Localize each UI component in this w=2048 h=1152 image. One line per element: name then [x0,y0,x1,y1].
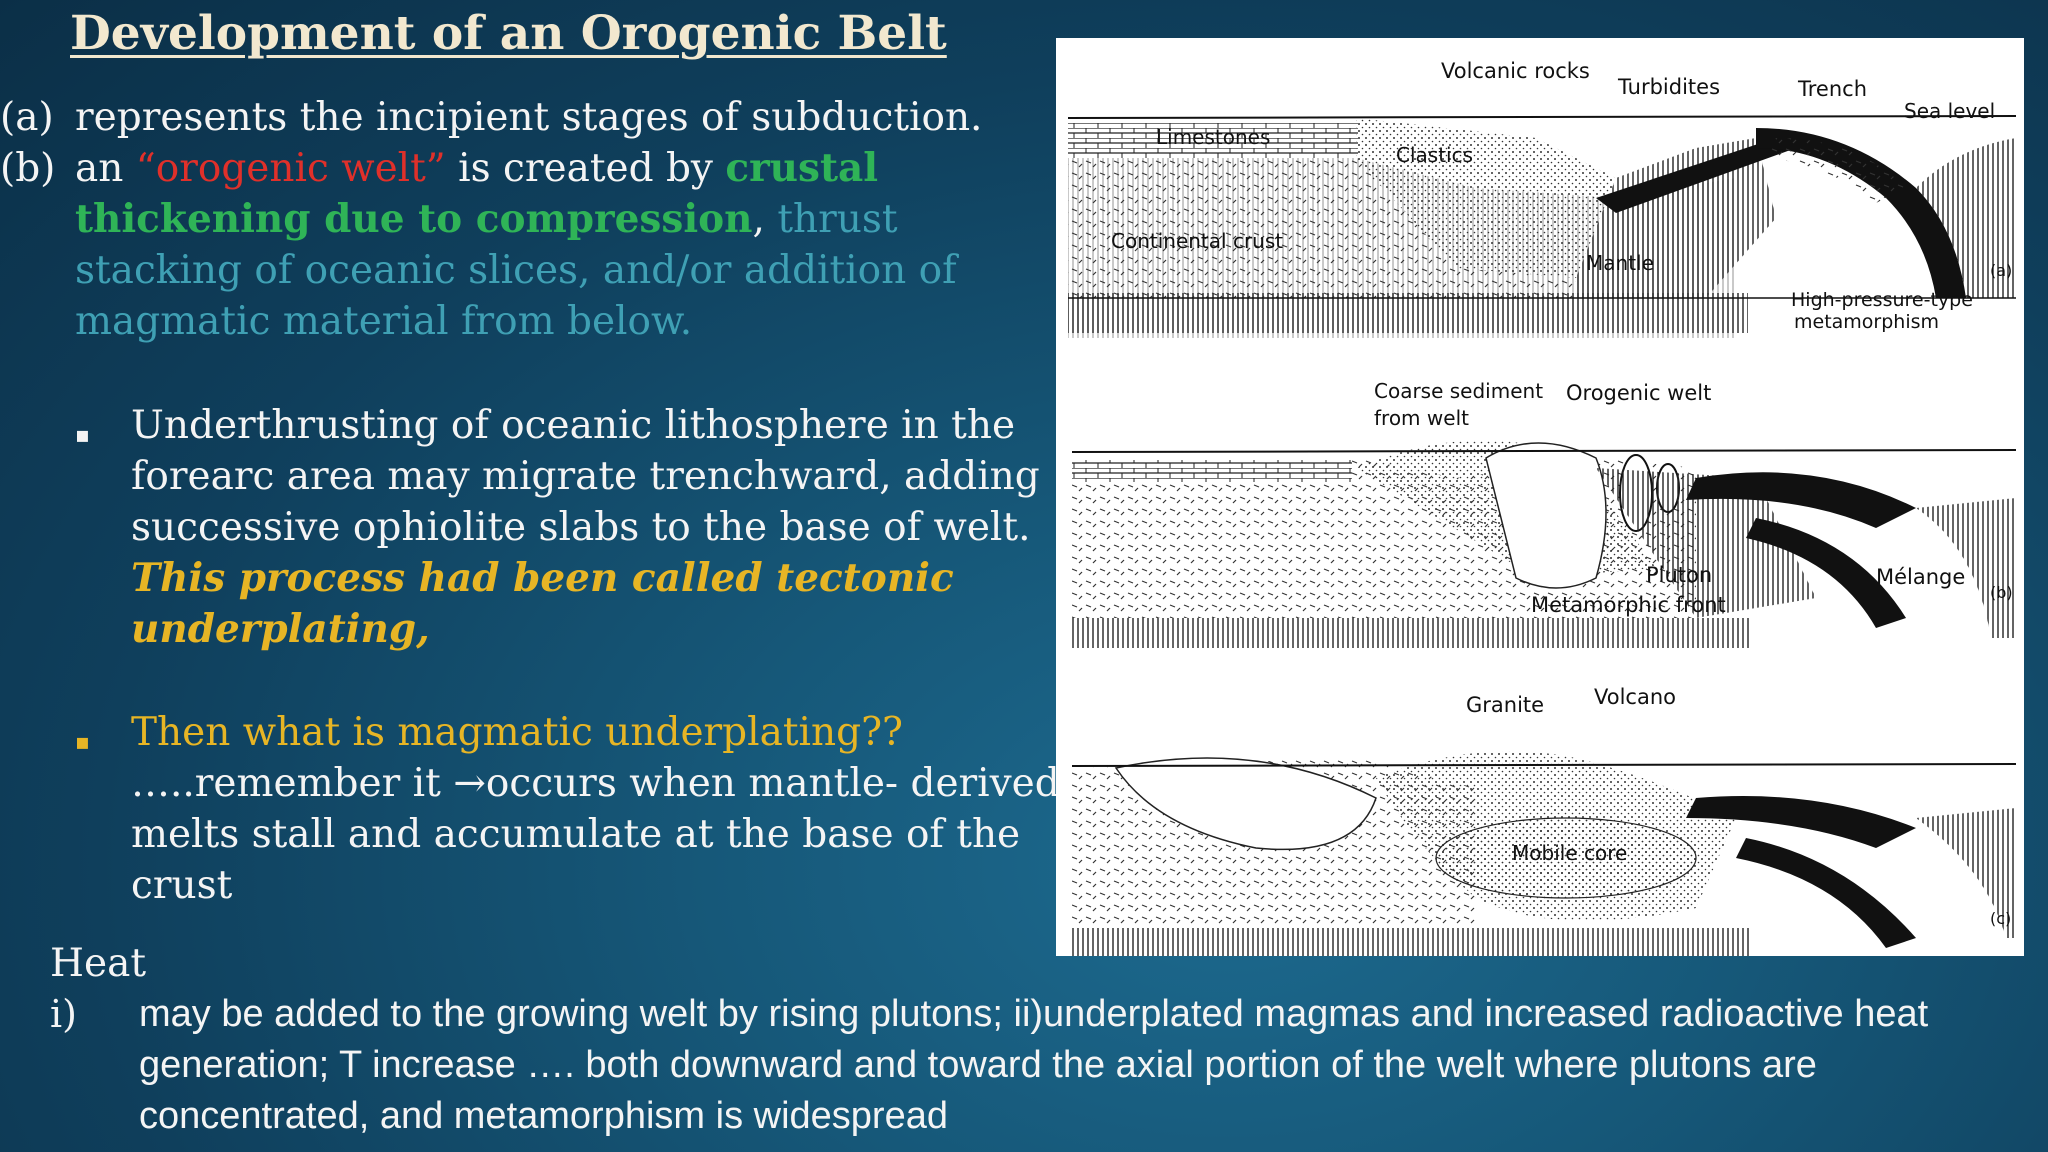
label-pluton: Pluton [1646,563,1712,587]
magmatic-question: Then what is magmatic underplating?? [131,710,903,755]
label-metamorphic-front: Metamorphic front [1531,593,1726,617]
underthrusting-text: Underthrusting of oceanic lithosphere in… [131,403,1040,550]
crustal-thickening-term: crustal thickening due to compression [75,145,879,242]
orogenic-belt-figure: Volcanic rocks Turbidites Trench Sea lev… [1056,38,2024,956]
heat-item-label: i) [50,992,77,1036]
label-coarse-1: Coarse sediment [1374,379,1543,403]
item-b-part-3: is created by [445,146,726,191]
label-panel-c: (c) [1990,909,2011,928]
bullet-marker-2: ▪ [75,730,90,755]
bullet-magmatic-text: Then what is magmatic underplating?? …..r… [131,707,1121,911]
item-b-part-1: an [75,146,136,191]
slide-title: Development of an Orogenic Belt [70,6,947,61]
item-a-text: represents the incipient stages of subdu… [75,95,983,140]
label-high-pressure-2: metamorphism [1794,311,1939,333]
label-trench: Trench [1797,77,1867,101]
panel-b: Coarse sediment from welt Orogenic welt … [1071,379,2017,648]
bullet-underthrusting-text: Underthrusting of oceanic lithosphere in… [131,400,1121,655]
label-volcano: Volcano [1594,685,1676,709]
label-continental-crust: Continental crust [1111,229,1283,253]
heat-item-text: may be added to the growing welt by risi… [139,993,1929,1137]
label-sea-level: Sea level [1904,99,1995,123]
label-clastics: Clastics [1396,143,1473,167]
label-granite: Granite [1466,693,1544,717]
melts-text: occurs when mantle- derived melts stall … [131,761,1060,908]
orogenic-belt-diagram: Volcanic rocks Turbidites Trench Sea lev… [1067,59,2017,956]
label-panel-a: (a) [1990,261,2012,280]
panel-a: Volcanic rocks Turbidites Trench Sea lev… [1067,59,2017,338]
label-panel-b: (b) [1990,583,2013,602]
panel-c: Granite Volcano Mobile core (c) [1071,685,2017,956]
item-b-label: (b) [0,146,56,191]
bullet-marker-1: ▪ [75,423,90,448]
heat-heading: Heat [50,941,147,986]
arrow-icon: → [453,761,486,806]
remember-text: …..remember it [131,761,454,806]
orogenic-welt-term: “orogenic welt” [135,146,446,191]
label-orogenic-welt: Orogenic welt [1566,381,1711,405]
label-melange: Mélange [1876,565,1965,589]
tectonic-underplating-text: This process had been called tectonic un… [131,555,954,652]
item-a-label: (a) [0,95,54,140]
item-b-part-5: , [752,197,778,242]
label-limestones: Limestones [1156,125,1270,149]
thrust-stacking-text: thrust stacking of oceanic slices, and/o… [75,197,957,344]
label-volcanic-rocks: Volcanic rocks [1441,59,1590,83]
label-mobile-core: Mobile core [1512,841,1627,865]
item-b-text: an “orogenic welt” is created by crustal… [75,143,1055,347]
label-coarse-2: from welt [1374,406,1469,430]
label-high-pressure-1: High-pressure-type [1791,289,1973,311]
label-turbidites: Turbidites [1617,75,1720,99]
label-mantle: Mantle [1586,251,1654,275]
